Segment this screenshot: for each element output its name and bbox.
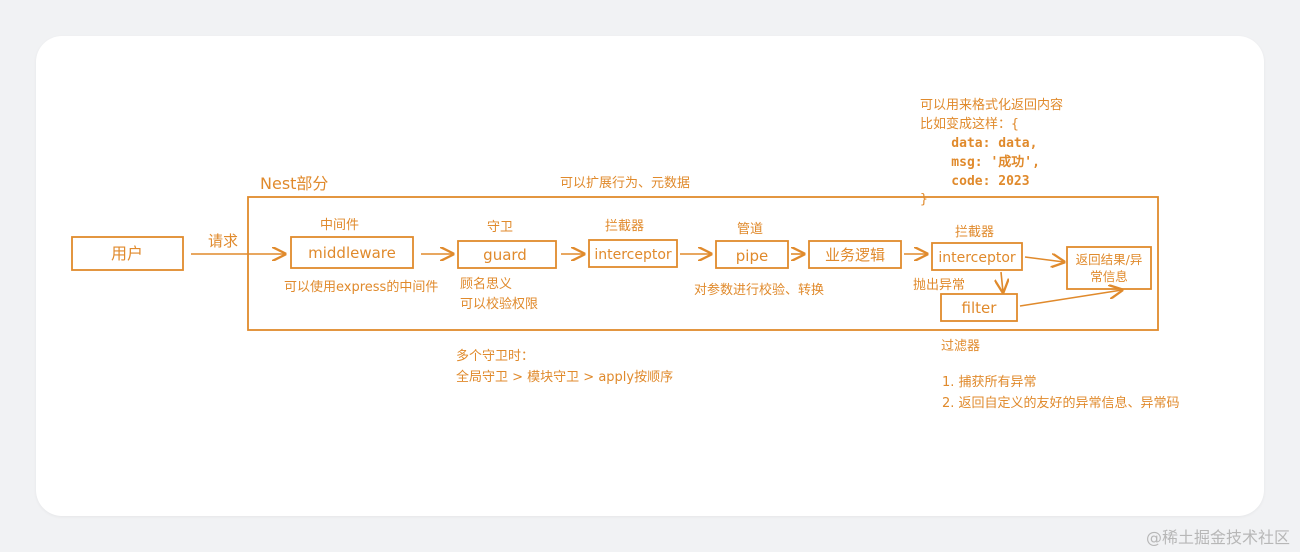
interceptor1-title: 拦截器 — [605, 219, 644, 234]
pipe-box-label: pipe — [736, 247, 768, 265]
user-box — [71, 236, 184, 271]
request-label: 请求 — [208, 232, 238, 250]
middleware-box-label: middleware — [308, 244, 396, 262]
format-note-line-1: 可以用来格式化返回内容 — [920, 97, 1063, 113]
middleware-box — [290, 236, 414, 269]
guard-box — [457, 240, 557, 269]
filter-point-1: 1. 捕获所有异常 — [942, 374, 1037, 390]
filter-box — [940, 293, 1018, 322]
guard-multi-line-2: 全局守卫 > 模块守卫 > apply按顺序 — [456, 369, 673, 385]
throw-arrow — [1001, 271, 1003, 292]
format-note-line-4: msg: '成功', — [920, 154, 1040, 170]
interceptor1-box-label: interceptor — [594, 247, 672, 263]
format-note-line-3: data: data, — [920, 136, 1037, 151]
business-box — [808, 240, 902, 269]
throw-label: 抛出异常 — [913, 278, 965, 293]
filter-point-2: 2. 返回自定义的友好的异常信息、异常码 — [942, 395, 1180, 411]
filter-title: 过滤器 — [941, 339, 980, 354]
watermark: @稀土掘金技术社区 — [1145, 528, 1290, 547]
top-note: 可以扩展行为、元数据 — [560, 176, 690, 191]
pipe-title: 管道 — [737, 222, 763, 237]
middleware-note: 可以使用express的中间件 — [284, 279, 438, 295]
result-box-line-2: 常信息 — [1090, 269, 1128, 284]
guard-note-line-2: 可以校验权限 — [460, 296, 538, 312]
filter-to-result-arrow — [1019, 290, 1122, 307]
guard-note-line-1: 顾名思义 — [460, 276, 512, 292]
result-box-line-1: 返回结果/异 — [1076, 252, 1143, 267]
diagram-card — [36, 36, 1264, 516]
pipe-box — [715, 240, 789, 269]
interceptor2-box — [931, 242, 1023, 271]
interceptor1-box — [588, 239, 678, 268]
interceptor-to-result-arrow — [1024, 257, 1064, 262]
nest-section-title: Nest部分 — [260, 174, 328, 193]
filter-box-label: filter — [962, 299, 998, 317]
format-note-line-2: 比如变成这样：{ — [920, 116, 1019, 132]
guard-title: 守卫 — [487, 220, 513, 235]
guard-multi-line-1: 多个守卫时： — [456, 348, 534, 364]
nest-section-frame — [247, 196, 1159, 331]
format-note-line-6: } — [920, 192, 928, 207]
business-box-label: 业务逻辑 — [825, 246, 885, 264]
pipe-note: 对参数进行校验、转换 — [694, 282, 824, 298]
format-note-line-5: code: 2023 — [920, 174, 1030, 189]
interceptor2-title: 拦截器 — [955, 225, 994, 240]
user-box-label: 用户 — [111, 244, 143, 263]
middleware-title: 中间件 — [320, 218, 359, 233]
guard-box-label: guard — [483, 246, 527, 264]
interceptor2-box-label: interceptor — [938, 250, 1016, 266]
